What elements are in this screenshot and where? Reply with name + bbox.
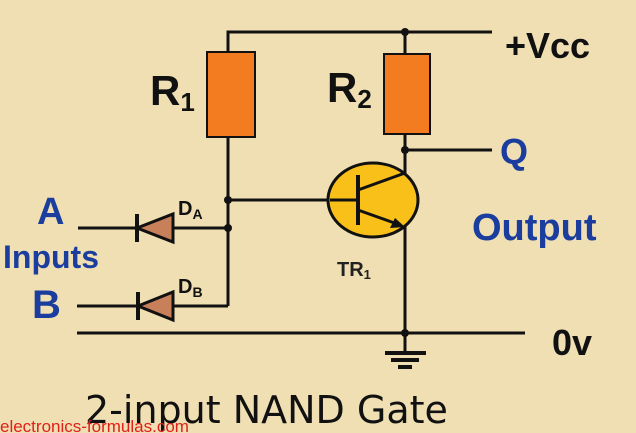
junction-da bbox=[224, 224, 232, 232]
junctions bbox=[224, 28, 409, 337]
junction-q bbox=[401, 146, 409, 154]
label-r1: R1 bbox=[150, 67, 195, 117]
transistor-tr1 bbox=[326, 161, 420, 239]
label-r2: R2 bbox=[327, 64, 372, 114]
junction-vcc-r2 bbox=[401, 28, 409, 36]
resistor-r1 bbox=[206, 51, 256, 138]
label-input-a: A bbox=[37, 191, 64, 233]
label-zero-v: 0v bbox=[552, 322, 592, 363]
junction-base bbox=[224, 196, 232, 204]
label-inputs: Inputs bbox=[3, 239, 99, 275]
label-db: DB bbox=[178, 276, 203, 300]
junction-ground bbox=[401, 329, 409, 337]
watermark: electronics-formulas.com bbox=[0, 417, 189, 433]
diode-db-triangle bbox=[133, 289, 175, 323]
label-da: DA bbox=[178, 198, 203, 222]
resistor-r2 bbox=[383, 53, 431, 135]
emitter-arrow-icon bbox=[390, 218, 405, 228]
label-q: Q bbox=[500, 131, 528, 172]
diode-db bbox=[133, 289, 175, 323]
label-tr1: TR1 bbox=[337, 259, 371, 282]
label-vcc: +Vcc bbox=[505, 25, 590, 66]
diode-da-triangle bbox=[132, 211, 175, 245]
diode-da bbox=[132, 211, 175, 245]
transistor-collector bbox=[357, 171, 406, 192]
diagram-title: 2-input NAND Gate bbox=[85, 388, 448, 432]
vcc-rail bbox=[226, 30, 492, 52]
label-output: Output bbox=[472, 207, 597, 249]
label-input-b: B bbox=[32, 283, 61, 327]
ground-icon bbox=[385, 351, 426, 369]
